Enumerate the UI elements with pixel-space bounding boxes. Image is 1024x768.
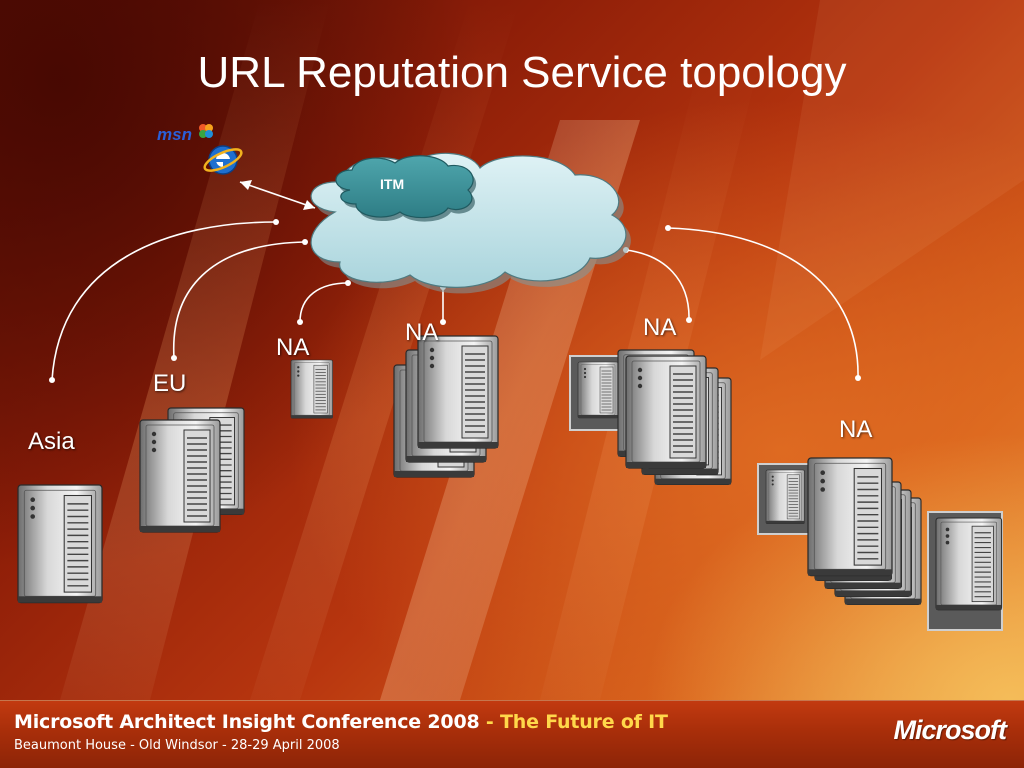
footer-venue: Beaumont House - Old Windsor - 28-29 Apr…: [14, 738, 340, 753]
microsoft-logo: Microsoft: [893, 715, 1007, 745]
connector-na1: [299, 282, 349, 323]
itm-cloud: [335, 155, 477, 222]
connectors: [51, 181, 859, 381]
server-eu: [139, 407, 245, 533]
footer-tagline: The Future of IT: [500, 711, 668, 733]
footer-conference-line: Microsoft Architect Insight Conference 2…: [14, 711, 668, 733]
itm-label: ITM: [380, 176, 405, 192]
msn-logo-text: msn: [157, 125, 192, 144]
server-na-small: [290, 359, 333, 419]
connector-asia: [51, 221, 277, 381]
conference-footer: Microsoft Architect Insight Conference 2…: [0, 700, 1024, 768]
site-label-na-1: NA: [276, 334, 310, 361]
server-asia: [17, 484, 103, 604]
msn-butterfly-icon: [199, 124, 213, 138]
site-label-na-3: NA: [643, 314, 677, 341]
site-label-na-2: NA: [405, 319, 439, 346]
client-link-arrows: [240, 180, 315, 210]
connector-na4: [667, 227, 859, 379]
connector-eu: [172, 241, 306, 359]
internet-explorer-icon: [203, 145, 243, 175]
server-na-stack-2: [569, 349, 732, 486]
footer-conference-name: Microsoft Architect Insight Conference 2…: [14, 711, 480, 733]
slide-title: URL Reputation Service topology: [197, 48, 847, 97]
server-na-stack-1: [393, 335, 499, 478]
site-label-na-4: NA: [839, 416, 873, 443]
site-label-eu: EU: [153, 370, 187, 397]
footer-separator: -: [479, 711, 500, 733]
connector-client: [239, 181, 316, 209]
server-na-stack-3: [757, 457, 1003, 631]
site-label-asia: Asia: [28, 428, 75, 455]
topology-diagram: [17, 124, 1003, 631]
connector-na3: [625, 249, 690, 321]
